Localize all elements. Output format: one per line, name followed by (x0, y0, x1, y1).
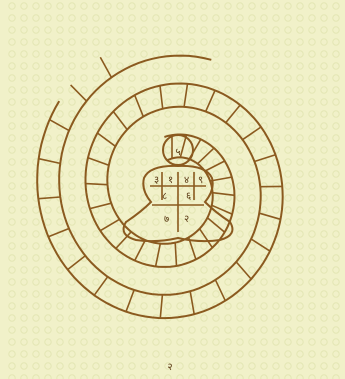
cell-divider (205, 161, 225, 171)
cell-divider (160, 295, 162, 318)
figure-numeral-8: २ (184, 214, 189, 225)
cell-divider (207, 218, 224, 233)
cell-divider (90, 203, 111, 208)
figure-numeral-6: ६ (186, 191, 191, 202)
cell-divider (48, 229, 69, 237)
figure-numeral-2: १ (168, 175, 173, 186)
cell-divider (100, 219, 119, 230)
figure-numeral-1: ३ (154, 175, 159, 186)
cell-divider (113, 112, 127, 130)
background-dot-pattern (9, 3, 339, 379)
figure-numeral-7: ७ (164, 214, 169, 225)
figure-numeral-3: ४ (184, 175, 189, 186)
cell-divider (198, 148, 214, 164)
figure-head-numeral: ५ (175, 147, 180, 158)
cell-divider (86, 184, 108, 185)
cell-divider (254, 155, 275, 162)
figure-numeral-4: ९ (198, 175, 203, 186)
bottom-numeral: २ (167, 362, 172, 373)
cell-divider (184, 84, 187, 107)
cell-divider (135, 95, 144, 116)
figure-numeral-5: ८ (162, 191, 167, 202)
cell-divider (160, 86, 163, 109)
spiral-bands (37, 56, 283, 319)
cell-divider (135, 240, 146, 261)
cell-divider (226, 105, 240, 123)
cell-divider (259, 213, 280, 219)
cell-divider (100, 57, 111, 77)
